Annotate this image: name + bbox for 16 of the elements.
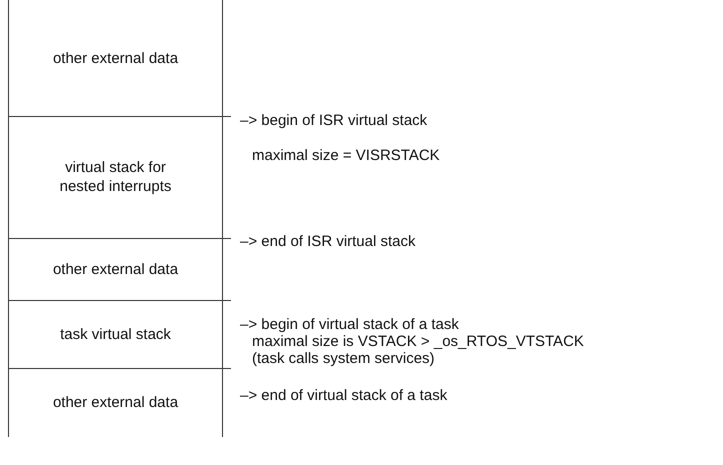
boundary-note: –> end of ISR virtual stack bbox=[240, 233, 416, 250]
memory-block bbox=[8, 300, 223, 368]
boundary-note: –> begin of virtual stack of a task bbox=[240, 316, 459, 333]
block-label: other external data bbox=[52, 48, 180, 68]
size-note: maximal size is VSTACK > _os_RTOS_VTSTACK (task calls system services) bbox=[252, 333, 585, 367]
memory-block bbox=[8, 116, 223, 238]
block-label: task virtual stack bbox=[59, 324, 172, 344]
memory-block bbox=[8, 238, 223, 300]
memory-block bbox=[8, 368, 223, 437]
block-label: other external data bbox=[52, 393, 180, 412]
size-note: maximal size = VISRSTACK bbox=[252, 147, 440, 164]
memory-block bbox=[8, 0, 223, 116]
boundary-note: –> begin of ISR virtual stack bbox=[240, 112, 428, 129]
block-label: other external data bbox=[52, 260, 180, 278]
boundary-note: –> end of virtual stack of a task bbox=[240, 387, 448, 404]
block-label: virtual stack for nested interrupts bbox=[58, 158, 172, 196]
